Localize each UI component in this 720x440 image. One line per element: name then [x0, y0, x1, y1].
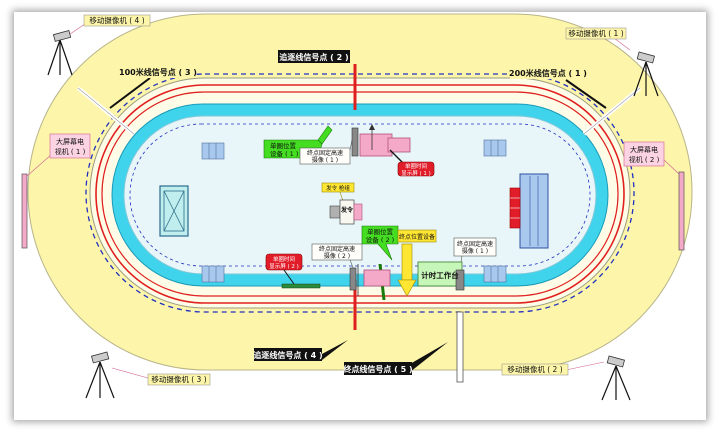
camera-icon [636, 51, 655, 64]
sprinters-line [95, 84, 625, 304]
finish-line [456, 311, 464, 383]
camera-icon [606, 355, 625, 368]
svg-text:追逐线信号点 ( 2 ): 追逐线信号点 ( 2 ) [279, 52, 348, 62]
grid-box-tl [201, 142, 225, 160]
svg-text:100米线信号点 ( 3 ): 100米线信号点 ( 3 ) [119, 67, 197, 77]
svg-text:移动摄像机 ( 1 ): 移动摄像机 ( 1 ) [568, 28, 623, 38]
svg-text:移动摄像机 ( 4 ): 移动摄像机 ( 4 ) [89, 15, 144, 25]
svg-text:视机 ( 1 ): 视机 ( 1 ) [55, 147, 86, 156]
mobile-camera-2: 移动摄像机 ( 2 ) [501, 355, 631, 401]
svg-text:设备 ( 2 ): 设备 ( 2 ) [366, 235, 394, 244]
svg-text:视机 ( 2 ): 视机 ( 2 ) [629, 155, 660, 164]
svg-text:移动摄像机 ( 2 ): 移动摄像机 ( 2 ) [507, 364, 562, 374]
svg-text:显示屏 ( 2 ): 显示屏 ( 2 ) [269, 263, 299, 270]
big-screen-1: 大屏幕电 视机 ( 1 ) [21, 133, 91, 249]
line-200m-edge [583, 87, 641, 135]
svg-text:单圈时间: 单圈时间 [273, 255, 295, 263]
signal-chase-4: 追逐线信号点 ( 4 ) [253, 340, 348, 361]
mobile-camera-1: 移动摄像机 ( 1 ) [565, 27, 659, 97]
left-cabinet [159, 185, 189, 237]
diagram-frame: 追逐线信号点 ( 2 ) 100米线信号点 ( 3 ) 200米线信号点 ( 1… [14, 12, 706, 420]
svg-text:摄像 ( 1 ): 摄像 ( 1 ) [462, 247, 488, 255]
svg-text:设备 ( 1 ): 设备 ( 1 ) [270, 149, 298, 158]
svg-text:大屏幕电: 大屏幕电 [56, 137, 84, 146]
finish-highspeed-camera-1-bottom: 终点固定高速 摄像 ( 1 ) [453, 237, 497, 269]
svg-text:摄像 ( 2 ): 摄像 ( 2 ) [324, 252, 350, 260]
svg-text:发令 枪组: 发令 枪组 [326, 184, 350, 192]
svg-text:终点固定高速: 终点固定高速 [307, 149, 343, 157]
svg-text:显示屏 ( 1 ): 显示屏 ( 1 ) [401, 170, 431, 177]
lap-time-display-1: 单圈时间 显示屏 ( 1 ) [389, 149, 435, 177]
svg-text:追逐线信号点 ( 4 ): 追逐线信号点 ( 4 ) [253, 350, 322, 360]
finish-highspeed-camera-1-top: 终点固定高速 摄像 ( 1 ) [299, 139, 353, 165]
infield [123, 115, 597, 275]
grid-box-br [483, 265, 507, 283]
inner-dash-line [129, 123, 591, 267]
svg-text:计时工作台: 计时工作台 [421, 270, 459, 280]
pink-unit-bottom [349, 264, 391, 296]
signal-200m: 200米线信号点 ( 1 ) [509, 66, 607, 109]
svg-text:200米线信号点 ( 1 ): 200米线信号点 ( 1 ) [509, 68, 587, 78]
svg-text:终点固定高速: 终点固定高速 [457, 240, 493, 248]
camera-icon [91, 351, 110, 364]
big-screen-2: 大屏幕电 视机 ( 2 ) [623, 141, 685, 251]
mobile-camera-3: 移动摄像机 ( 3 ) [85, 351, 211, 399]
svg-text:终点固定高速: 终点固定高速 [319, 245, 355, 253]
finish-highspeed-camera-2: 终点固定高速 摄像 ( 2 ) [311, 243, 363, 271]
pink-unit-top [359, 124, 411, 157]
measurement-line [101, 91, 619, 297]
svg-text:摄像 ( 1 ): 摄像 ( 1 ) [312, 156, 338, 164]
signal-finish-5: 终点线信号点 ( 5 ) [342, 342, 448, 375]
svg-text:移动摄像机 ( 3 ): 移动摄像机 ( 3 ) [151, 374, 206, 384]
line-100m-edge [77, 87, 135, 135]
timing-workstation: 计时工作台 [417, 261, 465, 291]
signal-chase-2: 追逐线信号点 ( 2 ) [278, 50, 350, 63]
svg-text:终点线信号点 ( 5 ): 终点线信号点 ( 5 ) [342, 364, 412, 374]
right-stand [509, 173, 549, 249]
mobile-camera-4: 移动摄像机 ( 4 ) [47, 14, 151, 76]
finish-position-device: 终点位置设备 [397, 229, 437, 297]
starter-unit: 发令 [329, 199, 363, 225]
stayers-line [85, 73, 635, 313]
svg-text:单圈位置: 单圈位置 [270, 141, 297, 150]
grid-box-tr [483, 139, 507, 157]
grid-box-bl [201, 265, 225, 283]
camera-post-top [351, 127, 359, 157]
signal-100m: 100米线信号点 ( 3 ) [109, 65, 197, 109]
svg-text:大屏幕电: 大屏幕电 [630, 145, 658, 154]
svg-text:单圈时间: 单圈时间 [405, 162, 427, 170]
svg-text:终点位置设备: 终点位置设备 [399, 233, 435, 241]
camera-icon [52, 30, 72, 42]
velodrome-diagram: 追逐线信号点 ( 2 ) 100米线信号点 ( 3 ) 200米线信号点 ( 1… [21, 13, 693, 401]
lap-time-display-2: 单圈时间 显示屏 ( 2 ) [265, 253, 321, 289]
svg-text:发令: 发令 [340, 206, 354, 214]
svg-text:单圈位置: 单圈位置 [367, 227, 394, 236]
